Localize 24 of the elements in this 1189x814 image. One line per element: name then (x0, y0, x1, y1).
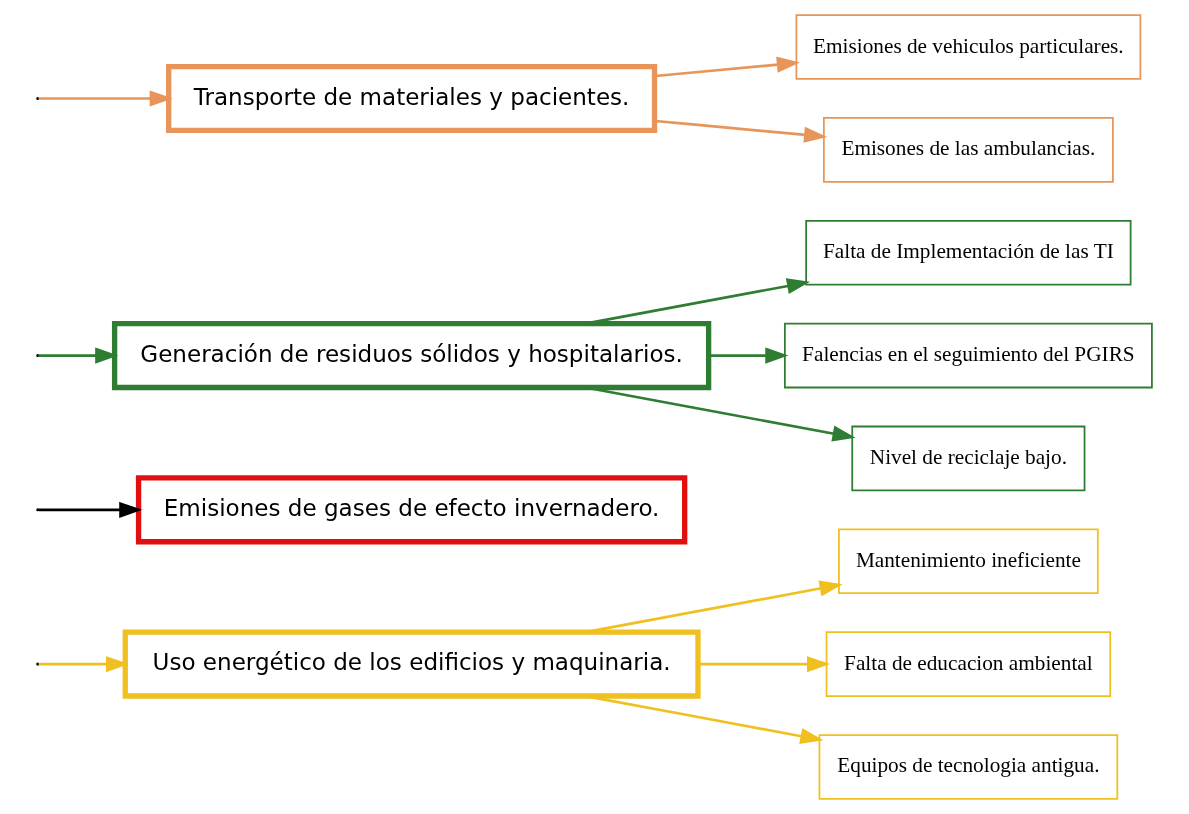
arrow (708, 347, 789, 364)
arrow (38, 501, 143, 518)
node-box: Uso energético de los edificios y maquinaria. (122, 629, 701, 699)
arrow (38, 90, 173, 107)
arrow (655, 56, 800, 78)
node-box: Emisiones de gases de efecto invernadero. (135, 475, 688, 545)
node-box: Generación de residuos sólidos y hospitalarios. (111, 321, 712, 391)
arrow (38, 347, 119, 364)
node-box: Nivel de reciclaje bajo. (851, 425, 1086, 492)
arrow (585, 386, 856, 442)
arrow (655, 119, 828, 143)
node-box: Falta de Implementación de las TI (805, 219, 1132, 286)
arrow (585, 694, 824, 745)
arrow (38, 656, 130, 673)
node-box: Equipos de tecnologia antigua. (818, 734, 1119, 800)
node-box: Falta de educacion ambiental (825, 631, 1112, 697)
arrow (585, 580, 843, 634)
node-box: Transporte de materiales y pacientes. (166, 63, 658, 134)
node-box: Emisones de las ambulancias. (823, 117, 1114, 183)
node-box: Falencias en el seguimiento del PGIRS (784, 322, 1153, 389)
node-box: Mantenimiento ineficiente (838, 528, 1099, 595)
arrow (585, 278, 810, 325)
arrow (698, 656, 831, 673)
node-box: Emisiones de vehiculos particulares. (795, 14, 1142, 80)
